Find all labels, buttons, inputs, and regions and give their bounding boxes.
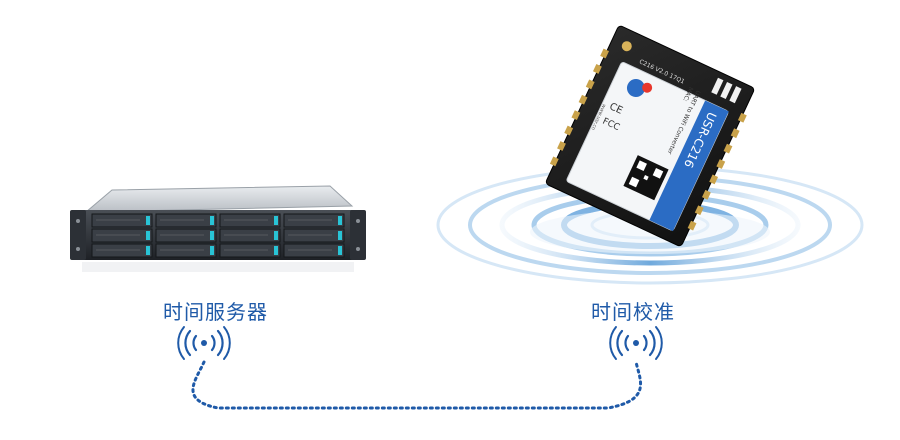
cert-ce: CE	[608, 101, 625, 117]
dotted-connection-line	[191, 360, 643, 410]
wireless-signal-icon	[609, 326, 663, 360]
server-icon	[70, 185, 366, 272]
time-sync-label: 时间校准	[591, 300, 675, 324]
wireless-signal-icon	[177, 326, 231, 360]
time-server-label: 时间服务器	[163, 300, 268, 324]
wifi-module-icon: CE FCC USR-C216 UART to WiFi Converter M…	[545, 25, 755, 247]
server-leds	[146, 216, 342, 255]
